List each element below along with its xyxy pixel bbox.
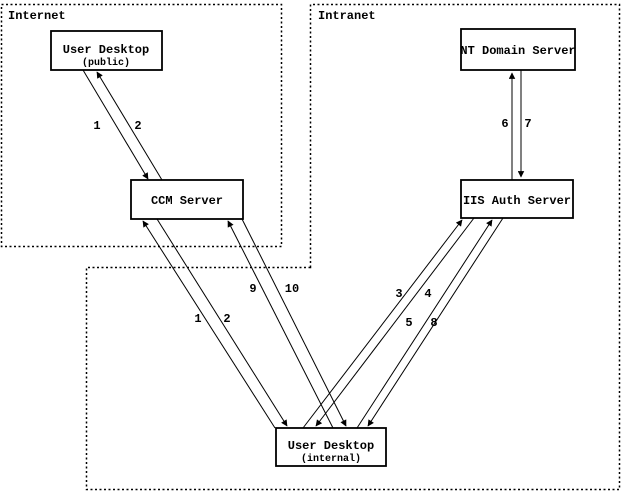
flow-label-8: 8 (430, 316, 437, 330)
nt-domain-server-title: NT Domain Server (460, 44, 575, 58)
node-nt-domain-server: NT Domain Server (460, 28, 576, 71)
flow-arrow-2-ccm-to-public (96, 71, 163, 181)
flow-label-5: 5 (405, 316, 412, 330)
internet-zone-label: Internet (8, 9, 66, 23)
flow-label-2-internal: 2 (223, 312, 230, 326)
flow-label-1-public: 1 (93, 119, 100, 133)
intranet-zone-label: Intranet (318, 9, 376, 23)
flow-arrow-1-internal-to-ccm (142, 220, 276, 429)
iis-auth-server-box (460, 179, 574, 219)
flow-label-9: 9 (249, 282, 256, 296)
user-desktop-public-title: User Desktop (63, 43, 149, 57)
flow-arrow-1-public-to-ccm (82, 69, 149, 180)
flow-arrow-3-internal-to-iis (302, 219, 463, 429)
iis-auth-server-title: IIS Auth Server (463, 194, 571, 208)
internet-zone-border (0, 3, 283, 248)
node-user-desktop-internal: User Desktop (internal) (275, 427, 387, 467)
flow-label-4: 4 (424, 287, 431, 301)
flow-arrow-2-ccm-to-internal (156, 218, 288, 427)
flow-arrow-10-ccm-to-internal (241, 218, 347, 427)
flow-arrow-4-iis-to-internal (315, 217, 475, 427)
flow-arrow-5-internal-to-iis (356, 219, 493, 429)
flow-arrow-8-iis-to-internal (367, 217, 504, 427)
user-desktop-public-box (50, 30, 163, 71)
flow-arrow-9-internal-to-ccm (227, 220, 334, 429)
node-ccm-server: CCM Server (130, 179, 244, 220)
flow-label-1-internal: 1 (194, 312, 201, 326)
user-desktop-internal-box (275, 427, 387, 467)
flow-label-3: 3 (395, 287, 402, 301)
flow-label-7: 7 (524, 117, 531, 131)
user-desktop-public-subtitle: (public) (82, 57, 130, 69)
flow-label-10: 10 (285, 282, 299, 296)
user-desktop-internal-title: User Desktop (288, 439, 374, 453)
node-user-desktop-public: User Desktop (public) (50, 30, 163, 71)
intranet-zone-border (85, 3, 621, 491)
ccm-server-title: CCM Server (151, 194, 223, 208)
ccm-server-box (130, 179, 244, 220)
nt-domain-server-box (460, 28, 576, 71)
node-iis-auth-server: IIS Auth Server (460, 179, 574, 219)
flow-label-2-public: 2 (134, 119, 141, 133)
flow-label-6: 6 (501, 117, 508, 131)
user-desktop-internal-subtitle: (internal) (301, 453, 361, 465)
